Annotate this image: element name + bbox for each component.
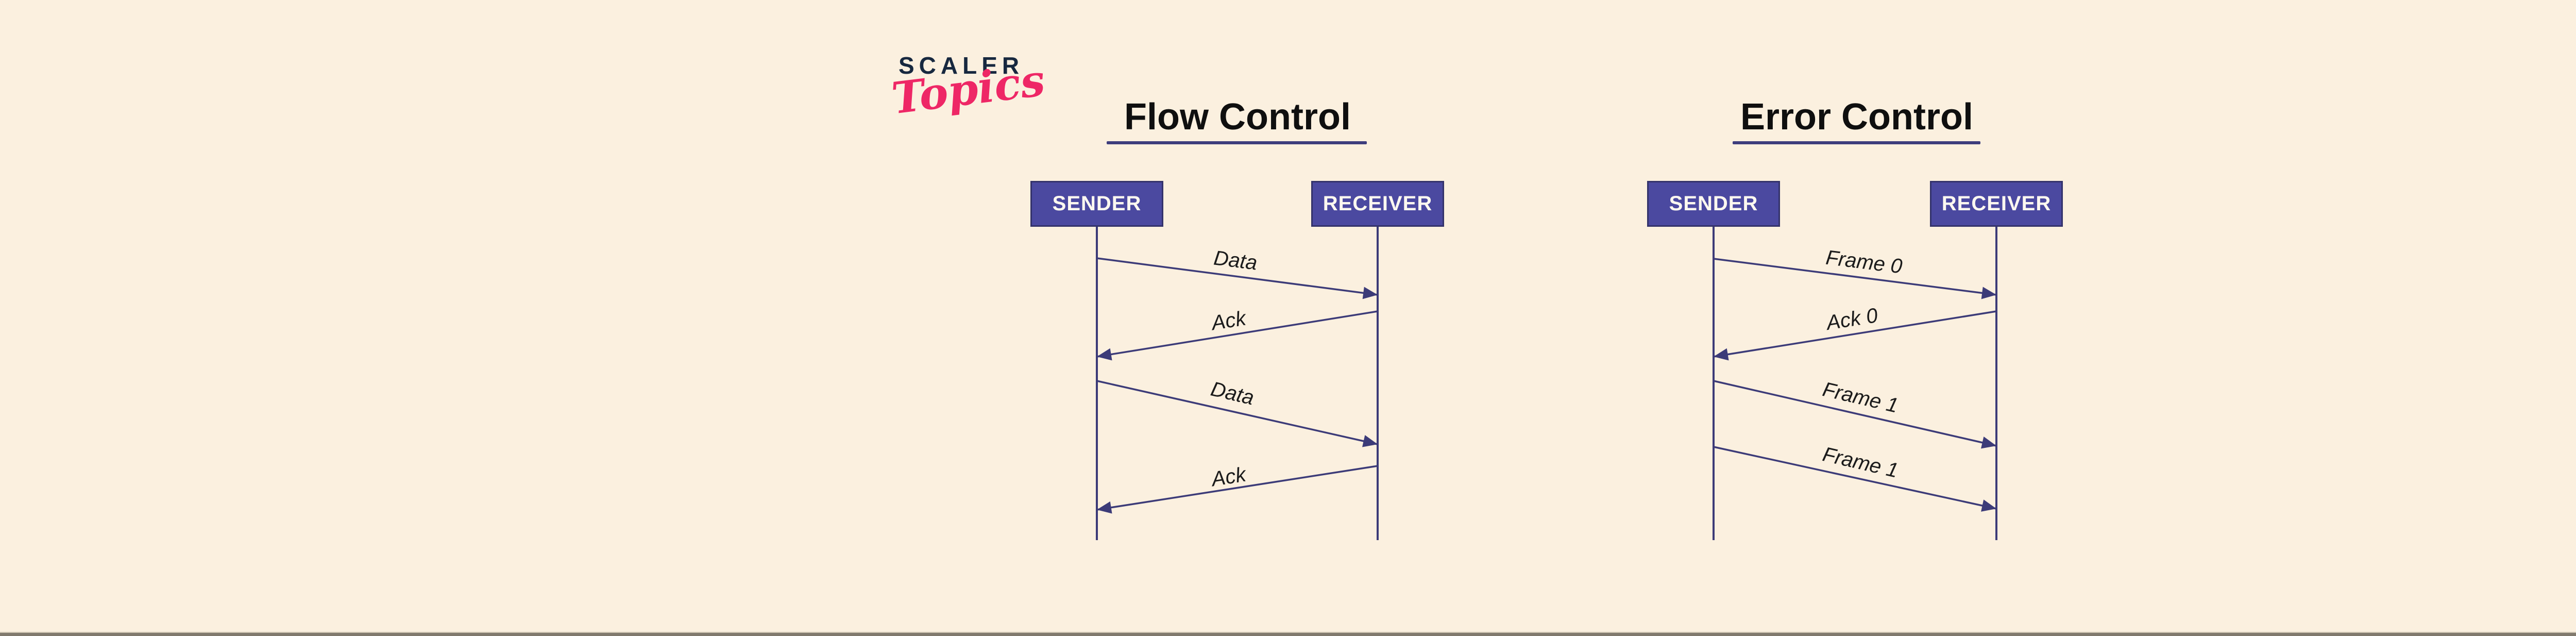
flow-control-title: Flow Control — [1124, 96, 1351, 138]
flow-sender-box: SENDER — [1030, 181, 1163, 227]
logo-wordmark-scaler: SCALER — [899, 52, 1024, 79]
flow-arrow-ack-2 — [1096, 465, 1378, 514]
error-control-title: Error Control — [1740, 96, 1974, 138]
flow-receiver-box: RECEIVER — [1311, 181, 1444, 227]
error-arrow-frame0 — [1713, 258, 1997, 299]
error-control-title-underline — [1733, 141, 1980, 144]
flow-arrow-data-2 — [1096, 380, 1378, 447]
error-sender-label: SENDER — [1669, 192, 1758, 215]
error-arrow-frame1-retransmit — [1713, 446, 1997, 512]
error-sender-box: SENDER — [1647, 181, 1780, 227]
bottom-edge-dark-rule — [0, 633, 2576, 636]
bottom-edge-light-rule — [0, 632, 2576, 633]
flow-receiver-label: RECEIVER — [1323, 192, 1433, 215]
flow-arrow-ack-1 — [1096, 310, 1378, 361]
flow-control-title-underline — [1107, 141, 1367, 144]
flow-sender-label: SENDER — [1052, 192, 1142, 215]
error-arrow-ack0 — [1713, 310, 1997, 361]
error-receiver-label: RECEIVER — [1941, 192, 2052, 215]
error-arrow-frame1-first — [1713, 380, 1997, 449]
error-receiver-box: RECEIVER — [1930, 181, 2063, 227]
flow-arrow-data-1 — [1096, 257, 1378, 299]
